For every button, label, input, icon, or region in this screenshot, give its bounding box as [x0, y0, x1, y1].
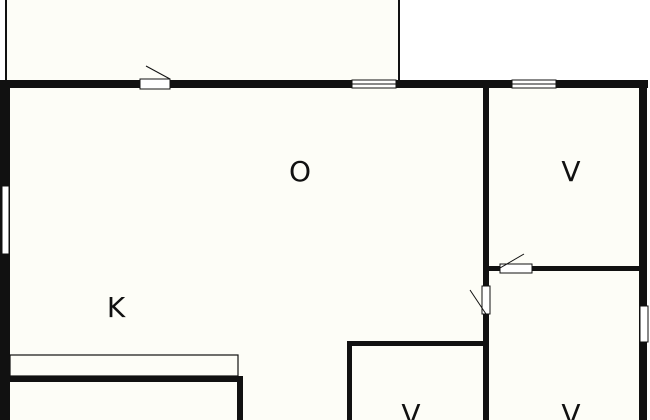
room-label-kitchen: K: [107, 291, 126, 324]
kitchen-counter-outline: [9, 354, 239, 377]
interior-wall-right-rooms-divider: [483, 266, 641, 271]
apartment-floor: [5, 85, 642, 420]
door-swing-right-rooms: [499, 253, 525, 269]
exterior-wall-top: [0, 80, 648, 88]
room-label-bedroom-bottom-right: V: [561, 398, 580, 420]
room-label-bedroom-bottom-middle: V: [401, 398, 420, 420]
interior-wall-middle-room-left: [347, 341, 352, 420]
kitchen-counter-side: [237, 376, 243, 420]
door-opening-right-rooms: [499, 263, 533, 274]
room-label-bedroom-top-right: V: [561, 155, 580, 188]
window-right: [639, 305, 649, 343]
interior-wall-middle-room-top: [348, 341, 486, 346]
window-left: [1, 185, 10, 255]
window-top-left: [139, 78, 171, 90]
door-swing-bottom-right-room: [469, 289, 487, 315]
door-swing-terrace: [145, 65, 171, 80]
kitchen-counter-top: [8, 376, 243, 382]
terrace-floor: [6, 0, 399, 82]
room-label-living: O: [289, 155, 311, 188]
exterior-wall-right: [639, 80, 647, 420]
interior-wall-vertical-right: [483, 86, 489, 420]
